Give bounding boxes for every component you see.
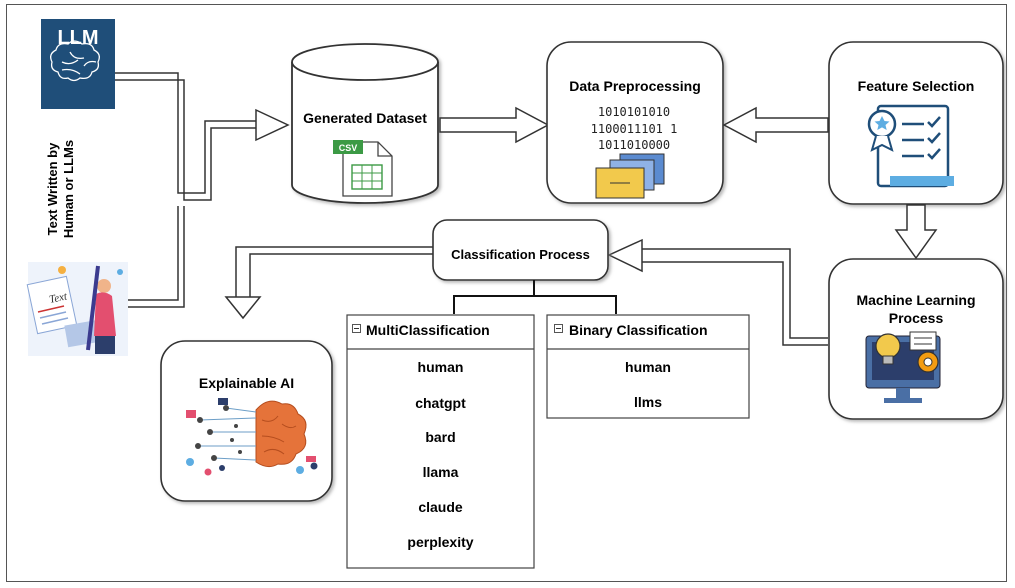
multiclass-collapse-icon[interactable] — [352, 324, 361, 333]
classification-tree-connector — [453, 280, 617, 314]
classification-process-box — [432, 219, 609, 281]
checklist-icon — [867, 104, 954, 188]
vertical-input-label: Text Written by Human or LLMs — [45, 114, 79, 264]
vertical-input-label-text: Text Written by Human or LLMs — [45, 139, 76, 239]
generated-dataset-cylinder — [291, 43, 439, 204]
folder-icon — [595, 153, 665, 199]
binary-data-icon: 1010101010 1100011101 1 1011010000 — [591, 105, 678, 152]
diagram-frame — [6, 4, 1007, 582]
arrow-feature-to-preprocessing — [722, 106, 829, 144]
llm-logo-image: LLM — [41, 19, 115, 109]
arrow-to-dataset — [255, 108, 290, 142]
multiclass-item-1: human — [417, 359, 464, 375]
input-connector — [115, 72, 258, 308]
ml-to-classification-connector — [640, 248, 828, 346]
csv-file-icon: CSV — [333, 140, 393, 197]
classification-process-label: Classification Process — [451, 247, 590, 262]
binary-item-1: human — [625, 359, 671, 375]
machine-learning-icon — [865, 331, 941, 403]
paper-text-label: Text — [48, 290, 69, 306]
explainable-ai-label: Explainable AI — [198, 375, 295, 391]
multiclass-title: MultiClassification — [366, 322, 490, 338]
binary-classification-panel — [546, 314, 750, 419]
feature-selection-label: Feature Selection — [857, 78, 975, 94]
multiclass-item-3: bard — [425, 429, 456, 445]
arrow-dataset-to-preprocessing — [439, 106, 550, 144]
data-preprocessing-box — [546, 41, 724, 204]
multiclass-item-4: llama — [422, 464, 459, 480]
ai-brain-image — [186, 398, 318, 476]
arrow-to-explainable-ai — [224, 296, 262, 320]
binary-line-2: 1100011101 1 — [591, 122, 678, 136]
data-preprocessing-label: Data Preprocessing — [569, 78, 701, 94]
binary-item-2: llms — [633, 394, 662, 410]
arrow-feature-to-ml — [894, 204, 938, 260]
binary-collapse-icon[interactable] — [554, 324, 563, 333]
arrow-to-classification — [607, 238, 643, 273]
multiclass-item-5: claude — [418, 499, 463, 515]
csv-badge-text: CSV — [339, 143, 358, 153]
binary-title: Binary Classification — [569, 322, 708, 338]
human-writing-image: Text — [26, 262, 128, 356]
generated-dataset-label: Generated Dataset — [303, 110, 427, 126]
multiclass-item-6: perplexity — [407, 534, 474, 550]
binary-line-3: 1011010000 — [598, 138, 670, 152]
multiclass-item-2: chatgpt — [415, 395, 466, 411]
binary-line-1: 1010101010 — [598, 105, 670, 119]
llm-logo-text: LLM — [57, 27, 98, 49]
multiclassification-panel — [346, 314, 535, 569]
machine-learning-label: Machine Learning Process — [856, 292, 976, 326]
explainable-ai-box — [160, 340, 333, 502]
classification-to-xai-connector — [235, 246, 433, 297]
